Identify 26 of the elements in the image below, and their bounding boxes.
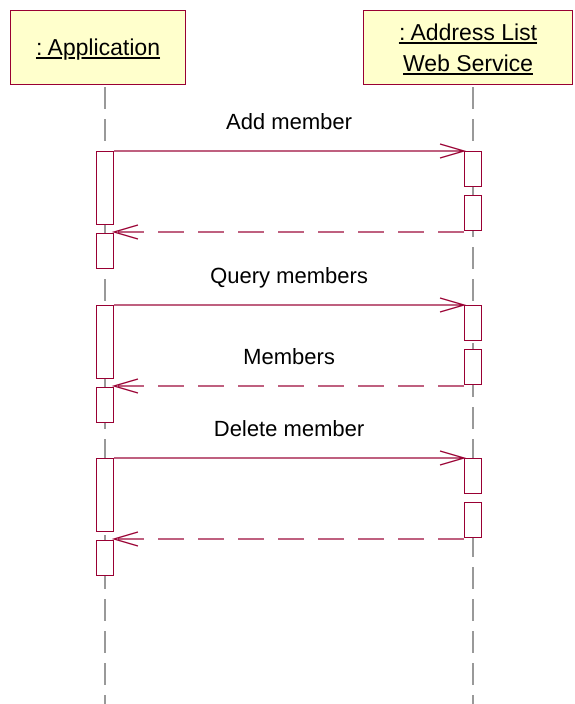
activation-bar [96, 387, 114, 423]
edge-label: Members [243, 344, 335, 370]
lifeline-header-box [10, 10, 186, 85]
object-name: : Application [36, 33, 160, 62]
return-message-arrow [113, 378, 464, 394]
activation-bar [464, 458, 482, 494]
activation-bar [96, 233, 114, 269]
activation-bar [96, 540, 114, 576]
activation-bar [96, 151, 114, 225]
lifeline-header-box [363, 10, 573, 85]
activation-bar [96, 458, 114, 532]
return-message-arrow [113, 224, 464, 240]
activation-bar [464, 151, 482, 187]
edge-label: Add member [226, 109, 352, 135]
activation-bar [464, 195, 482, 231]
activation-bar [96, 305, 114, 379]
return-message-arrow [113, 531, 464, 547]
edge-label: Query members [210, 263, 368, 289]
activation-bar [464, 349, 482, 385]
object-name: : Address List Web Service [398, 18, 538, 78]
message-arrow [114, 297, 465, 313]
message-arrow [114, 143, 465, 159]
activation-bar [464, 502, 482, 538]
edge-label: Delete member [214, 416, 364, 442]
activation-bar [464, 305, 482, 341]
message-arrow [114, 450, 465, 466]
